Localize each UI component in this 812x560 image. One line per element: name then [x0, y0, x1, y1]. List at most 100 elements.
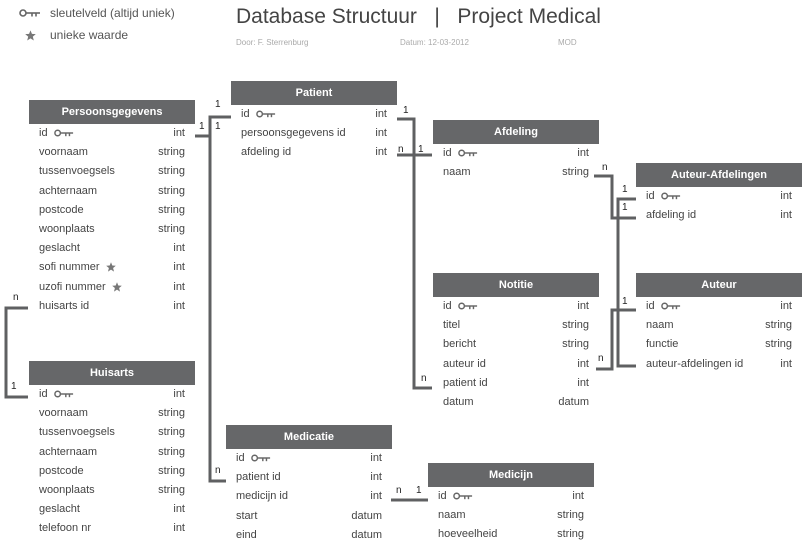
cardinality-label: n [598, 353, 604, 364]
field-name-text: afdeling id [241, 146, 292, 159]
field-name-text: id [39, 388, 48, 400]
field-type: int [577, 376, 589, 389]
field-row: woonplaats string [29, 220, 195, 239]
field-name: tussenvoegsels [39, 426, 115, 438]
field-name: titel [443, 319, 460, 331]
star-icon [18, 29, 42, 41]
field-type: string [158, 146, 185, 159]
field-name-text: id [236, 452, 245, 464]
link-patient-notitie [397, 117, 432, 390]
field-type: string [765, 338, 792, 351]
field-name-text: auteur id [443, 357, 486, 370]
legend-star-row: unieke waarde [18, 28, 128, 42]
field-name-text: naam [646, 319, 674, 332]
field-name: bericht [443, 338, 476, 350]
field-name: woonplaats [39, 223, 95, 235]
field-type: int [780, 357, 792, 370]
legend-key-row: sleutelveld (altijd uniek) [18, 6, 175, 20]
field-name-text: medicijn id [236, 490, 288, 503]
author-text: Door: F. Sterrenburg [236, 38, 309, 47]
field-name: patient id [236, 471, 281, 483]
field-name: geslacht [39, 503, 80, 515]
code-text: MOD [558, 38, 577, 47]
cardinality-label: 1 [622, 202, 628, 213]
field-name: woonplaats [39, 484, 95, 496]
field-name-text: id [646, 190, 655, 202]
field-row: geslacht int [29, 500, 195, 519]
field-row: postcode string [29, 462, 195, 481]
field-type: datum [558, 395, 589, 408]
field-type: int [173, 299, 185, 312]
field-type: int [173, 261, 185, 274]
field-type: string [158, 483, 185, 496]
field-name-text: hoeveelheid [438, 528, 498, 541]
field-name-text: geslacht [39, 242, 80, 255]
field-name-text: afdeling id [646, 209, 697, 222]
field-name: afdeling id [241, 146, 291, 158]
table-header: Patient [231, 81, 397, 105]
field-name-text: sofi nummer [39, 261, 100, 274]
field-name: functie [646, 338, 678, 350]
table-header: Huisarts [29, 361, 195, 385]
field-name-text: postcode [39, 464, 84, 477]
field-name: id [236, 452, 271, 464]
field-name-text: patient id [443, 376, 488, 389]
field-type: string [158, 464, 185, 477]
field-name: medicijn id [236, 490, 288, 502]
field-name-text: telefoon nr [39, 522, 91, 535]
cardinality-label: 1 [11, 381, 17, 392]
field-name-text: id [438, 490, 447, 502]
field-name: persoonsgegevens id [241, 127, 346, 139]
field-name: start [236, 510, 257, 522]
field-name: huisarts id [39, 300, 89, 312]
field-name-text: tussenvoegsels [39, 165, 115, 178]
field-name-text: voornaam [39, 146, 88, 159]
field-type: string [562, 319, 589, 332]
field-type: int [780, 209, 792, 222]
field-name-text: tussenvoegsels [39, 426, 115, 439]
field-name-text: id [443, 300, 452, 312]
cardinality-label: 1 [199, 121, 205, 132]
field-name: id [443, 147, 478, 159]
link-patient-medicatie [208, 136, 226, 483]
field-name: datum [443, 396, 474, 408]
field-type: int [577, 147, 589, 159]
field-name: id [438, 490, 473, 502]
field-row: datum datum [433, 393, 599, 412]
field-row: id int [433, 144, 599, 163]
key-icon [53, 390, 74, 398]
field-name-text: persoonsgegevens id [241, 127, 346, 140]
cardinality-label: n [398, 144, 404, 155]
field-name: telefoon nr [39, 522, 91, 534]
field-type: string [158, 445, 185, 458]
field-type: string [562, 338, 589, 351]
key-icon [660, 302, 681, 310]
field-type: int [173, 503, 185, 516]
field-type: int [780, 190, 792, 202]
field-type: string [557, 528, 584, 541]
field-type: string [158, 222, 185, 235]
field-name: eind [236, 529, 257, 541]
field-type: int [370, 490, 382, 503]
field-name: tussenvoegsels [39, 165, 115, 177]
field-name-text: functie [646, 338, 679, 351]
field-name: voornaam [39, 146, 88, 158]
field-name-text: id [646, 300, 655, 312]
